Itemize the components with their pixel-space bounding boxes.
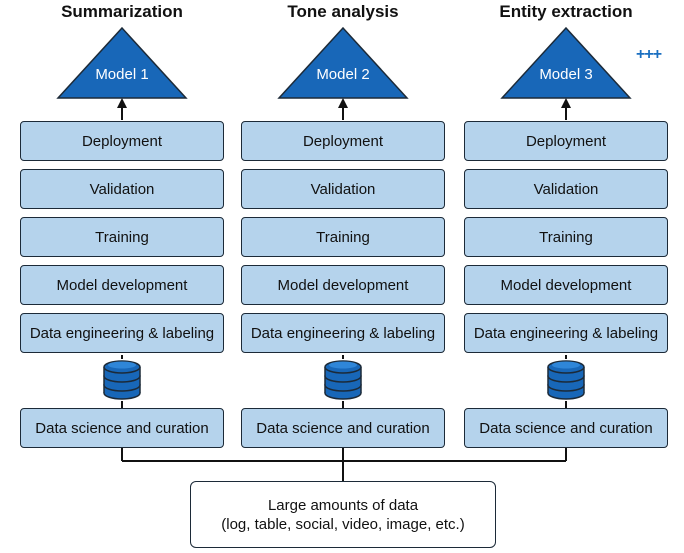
data-source-title: Large amounts of data — [267, 496, 419, 514]
model-triangle: Model 3 — [500, 26, 632, 99]
stage-validation: Validation — [464, 169, 668, 209]
stage-training: Training — [464, 217, 668, 257]
model-triangle: Model 1 — [56, 26, 188, 99]
stage-deployment: Deployment — [464, 121, 668, 161]
pipeline-column-1: Summarization Model 1 Deployment Validat… — [16, 0, 228, 452]
stage-data-science-curation: Data science and curation — [20, 408, 224, 448]
stage-data-engineering: Data engineering & labeling — [241, 313, 445, 353]
data-source-box: Large amounts of data (log, table, socia… — [190, 481, 496, 548]
pipeline-column-3: Entity extraction Model 3 Deployment Val… — [460, 0, 672, 452]
stage-training: Training — [241, 217, 445, 257]
stage-deployment: Deployment — [241, 121, 445, 161]
more-models-indicator: +++ — [636, 46, 662, 63]
column-title: Summarization — [61, 2, 183, 21]
stage-data-engineering: Data engineering & labeling — [464, 313, 668, 353]
stage-data-engineering: Data engineering & labeling — [20, 313, 224, 353]
stage-data-science-curation: Data science and curation — [464, 408, 668, 448]
column-title: Tone analysis — [287, 2, 399, 21]
column-title: Entity extraction — [499, 2, 633, 21]
model-label: Model 1 — [95, 66, 148, 83]
pipeline-column-2: Tone analysis Model 2 Deployment Validat… — [237, 0, 449, 452]
model-label: Model 3 — [539, 66, 592, 83]
stage-training: Training — [20, 217, 224, 257]
stage-data-science-curation: Data science and curation — [241, 408, 445, 448]
database-icon — [547, 360, 585, 400]
stage-model-development: Model development — [464, 265, 668, 305]
model-label: Model 2 — [316, 66, 369, 83]
stage-deployment: Deployment — [20, 121, 224, 161]
stage-model-development: Model development — [241, 265, 445, 305]
stage-validation: Validation — [241, 169, 445, 209]
data-source-types: (log, table, social, video, image, etc.) — [221, 515, 465, 533]
database-icon — [103, 360, 141, 400]
stage-model-development: Model development — [20, 265, 224, 305]
model-triangle: Model 2 — [277, 26, 409, 99]
stage-validation: Validation — [20, 169, 224, 209]
database-icon — [324, 360, 362, 400]
